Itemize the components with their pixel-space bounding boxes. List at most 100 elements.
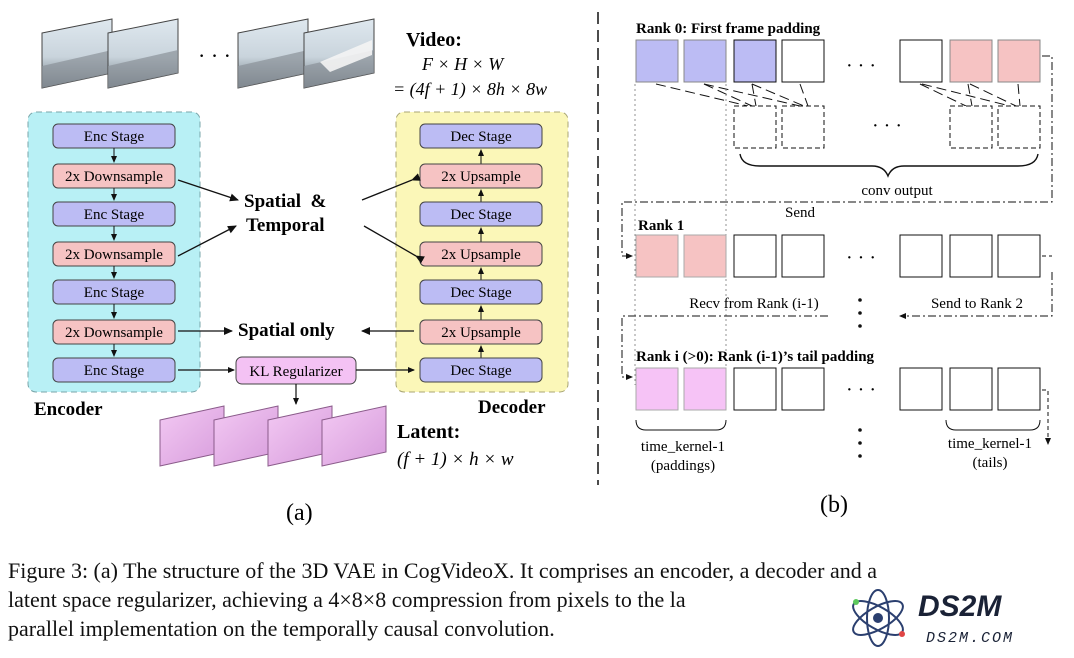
encoder-stage-box — [52, 357, 176, 383]
rank0-cell — [899, 39, 943, 83]
rank0-cell — [781, 39, 825, 83]
arrow-st-to-dec-1 — [361, 173, 421, 201]
rank1-cell — [635, 234, 679, 278]
send-label: Send — [785, 205, 816, 221]
conv-output-cell — [733, 105, 777, 149]
video-frame — [303, 18, 375, 89]
video-dims-line2: = (4f + 1) × 8h × 8w — [393, 79, 547, 100]
rank1-row — [635, 234, 1041, 278]
time-kernel-left-line2: (paddings) — [651, 458, 715, 474]
video-frame — [41, 18, 113, 89]
panel-a-label: (a) — [286, 500, 313, 526]
arrow-st-to-dec-2 — [363, 225, 425, 264]
ranki-cell — [997, 367, 1041, 411]
caption-line-1: Figure 3: (a) The structure of the 3D VA… — [8, 558, 877, 583]
ranki-title: Rank i (>0): Rank (i-1)’s tail padding — [636, 349, 875, 365]
rank0-conv-connectors — [655, 83, 1021, 107]
rank1-cell — [997, 234, 1041, 278]
figure-caption: Figure 3: (a) The structure of the 3D VA… — [8, 556, 1068, 643]
decoder-sample-label: 2x Upsample — [441, 325, 521, 341]
encoder-stage-label: Enc Stage — [84, 363, 145, 379]
spatial-temporal-line1: Spatial & — [244, 191, 326, 212]
decoder-sample-box — [419, 319, 543, 345]
decoder-stage-label: Dec Stage — [450, 207, 512, 223]
rank0-row — [635, 39, 1041, 83]
decoder-stage-label: Dec Stage — [450, 285, 512, 301]
rank1-title: Rank 1 — [638, 218, 684, 234]
encoder-stage-label: Enc Stage — [84, 207, 145, 223]
decoder-stage-box — [419, 201, 543, 227]
decoder-label: Decoder — [478, 397, 546, 418]
figure-3: · · · Video: F × H × W = (4f + 1) × 8h ×… — [27, 12, 1053, 526]
video-frame — [237, 18, 309, 89]
send-to-rank2-line — [899, 272, 1053, 319]
rank0-cell — [635, 39, 679, 83]
video-frame — [107, 18, 179, 89]
rank1-ellipsis: · · · — [846, 247, 876, 269]
conv-output-cell — [997, 105, 1041, 149]
recv-line — [621, 315, 828, 380]
tails-brace — [945, 419, 1041, 431]
encoder-sample-label: 2x Downsample — [65, 247, 163, 263]
padding-brace — [635, 419, 727, 431]
latent-dims: (f + 1) × h × w — [397, 449, 514, 470]
decoder-sample-label: 2x Upsample — [441, 247, 521, 263]
ranki-row — [635, 367, 1041, 411]
rank0-cell — [733, 39, 777, 83]
spatial-temporal-line2: Temporal — [246, 215, 324, 236]
decoder-stage-box — [419, 357, 543, 383]
conv-output-label: conv output — [861, 183, 933, 199]
decoder-stage-label: Dec Stage — [450, 129, 512, 145]
video-frames: · · · — [41, 18, 375, 89]
ranki-cell — [683, 367, 727, 411]
vertical-ellipsis — [858, 428, 862, 458]
rank0-title: Rank 0: First frame padding — [636, 21, 821, 37]
time-kernel-left-line1: time_kernel-1 — [641, 439, 725, 455]
ranki-ellipsis: · · · — [846, 379, 876, 401]
video-title: Video: — [406, 29, 462, 51]
rank1-cell — [733, 234, 777, 278]
conv-ellipsis: · · · — [872, 115, 902, 137]
caption-line-3: parallel implementation on the temporall… — [8, 616, 555, 641]
ranki-cell — [635, 367, 679, 411]
rank1-cell — [683, 234, 727, 278]
arrow-enc-to-st-1 — [177, 179, 239, 202]
rank0-cell — [949, 39, 993, 83]
ranki-cell — [733, 367, 777, 411]
ranki-cell — [899, 367, 943, 411]
decoder-stage-box — [419, 279, 543, 305]
conv-output-cell — [781, 105, 825, 149]
ranki-cell — [781, 367, 825, 411]
video-dims-line1: F × H × W — [421, 54, 505, 74]
latent-title: Latent: — [397, 421, 460, 443]
panel-b: Rank 0: First frame padding · · · · · · … — [621, 21, 1053, 518]
time-kernel-right-line2: (tails) — [973, 455, 1008, 471]
rank0-ellipsis: · · · — [846, 55, 876, 77]
send-to-label: Send to Rank 2 — [931, 296, 1023, 312]
encoder-label: Encoder — [34, 399, 103, 420]
tail-out-line — [1042, 389, 1051, 445]
decoder-sample-box — [419, 241, 543, 267]
encoder-sample-label: 2x Downsample — [65, 169, 163, 185]
conv-output-brace — [739, 153, 1039, 178]
kl-regularizer-label: KL Regularizer — [249, 364, 342, 380]
panel-b-label: (b) — [820, 492, 848, 518]
watermark-url: DS2M.COM — [926, 630, 1014, 647]
vertical-ellipsis — [858, 298, 862, 328]
latent-frames — [159, 405, 387, 467]
encoder-stage-label: Enc Stage — [84, 285, 145, 301]
watermark-brand: DS2M — [918, 590, 1002, 623]
time-kernel-right-line1: time_kernel-1 — [948, 436, 1032, 452]
recv-from-label: Recv from Rank (i-1) — [689, 296, 819, 312]
rank0-cell — [683, 39, 727, 83]
arrow-enc-to-st-2 — [177, 225, 237, 257]
rank1-cell — [899, 234, 943, 278]
conv-output-cell — [949, 105, 993, 149]
video-ellipsis: · · · — [198, 43, 231, 68]
caption-line-2: latent space regularizer, achieving a 4×… — [8, 587, 686, 612]
panel-a: · · · Video: F × H × W = (4f + 1) × 8h ×… — [27, 18, 569, 526]
watermark: DS2M DS2M.COM — [840, 582, 1060, 652]
ranki-cell — [949, 367, 993, 411]
